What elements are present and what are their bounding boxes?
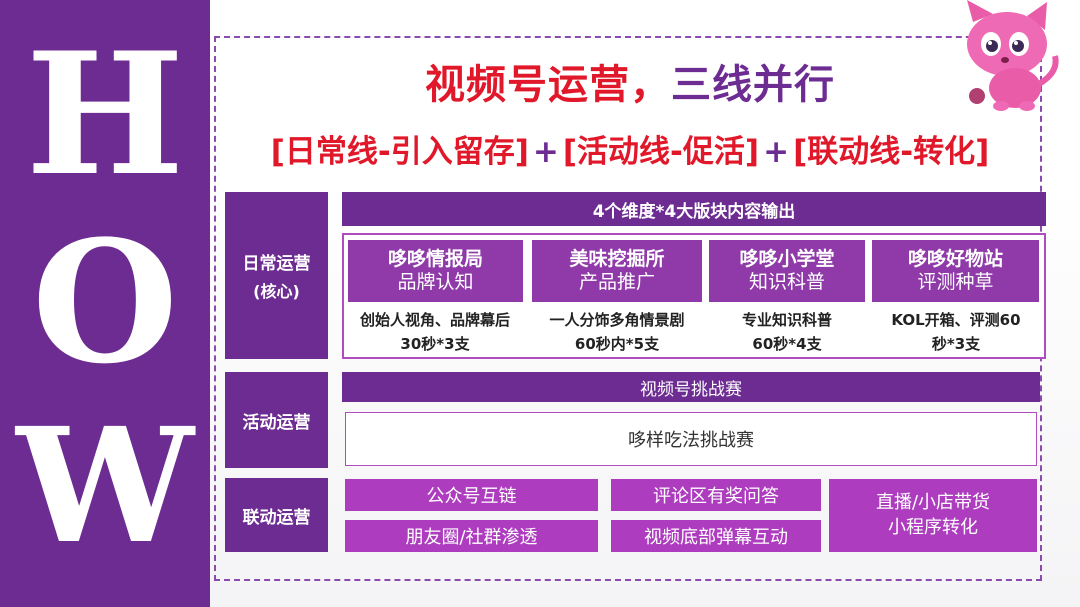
page-title: 视频号运营，三线并行 [230, 52, 1030, 110]
activity-challenge-bar: 视频号挑战赛 [342, 372, 1040, 402]
row-label-daily: 日常运营 (核心) [225, 192, 328, 359]
column-desc-line: 30秒*3支 [400, 335, 470, 353]
column-name: 哆哆情报局 [387, 247, 483, 270]
column-name: 哆哆小学堂 [739, 247, 835, 270]
column-name: 美味挖掘所 [569, 247, 665, 270]
column-tile-intel: 哆哆情报局 品牌认知 [348, 240, 523, 302]
title-part-1: 视频号运营， [425, 62, 671, 108]
column-tile-school: 哆哆小学堂 知识科普 [709, 240, 865, 302]
column-desc-line: 秒*3支 [931, 335, 981, 353]
column-desc-line: 一人分饰多角情景剧 [549, 311, 685, 329]
row-label-linkage-text: 联动运营 [242, 507, 311, 528]
letter-w: W [16, 394, 194, 579]
column-tag: 产品推广 [578, 270, 655, 293]
column-tile-food: 美味挖掘所 产品推广 [532, 240, 702, 302]
conversion-line-1: 直播/小店带货 [875, 492, 991, 514]
linkage-item-danmaku: 视频底部弹幕互动 [611, 520, 821, 552]
title-part-2: 三线并行 [671, 62, 835, 108]
linkage-item-comment-qa: 评论区有奖问答 [611, 479, 821, 511]
column-desc-line: KOL开箱、评测60 [891, 311, 1021, 329]
column-desc-intel: 创始人视角、品牌幕后 30秒*3支 [340, 308, 530, 356]
daily-header: 4个维度*4大版块内容输出 [342, 192, 1046, 226]
row-label-activity-text: 活动运营 [242, 412, 311, 433]
conversion-line-2: 小程序转化 [888, 516, 978, 538]
letter-h: H [25, 15, 185, 213]
letter-o: O [31, 203, 179, 401]
left-band: H O W [0, 0, 210, 607]
plus-sign-2: + [763, 134, 790, 170]
column-tag: 品牌认知 [397, 270, 474, 293]
column-tag: 评测种草 [917, 270, 994, 293]
column-tag: 知识科普 [748, 270, 825, 293]
column-desc-food: 一人分饰多角情景剧 60秒内*5支 [527, 308, 707, 356]
activity-challenge-box: 哆样吃法挑战赛 [345, 412, 1037, 466]
linkage-item-moments: 朋友圈/社群渗透 [345, 520, 598, 552]
row-label-activity: 活动运营 [225, 372, 328, 468]
plus-sign-1: + [532, 134, 559, 170]
cat-mascot-icon [967, 0, 1059, 111]
column-desc-goods: KOL开箱、评测60 秒*3支 [870, 308, 1042, 356]
column-desc-line: 60秒内*5支 [574, 335, 660, 353]
column-tile-goods: 哆哆好物站 评测种草 [872, 240, 1039, 302]
linkage-item-official-account: 公众号互链 [345, 479, 598, 511]
column-desc-line: 60秒*4支 [752, 335, 822, 353]
subtitle-activity-line: [活动线-促活] [562, 134, 760, 170]
column-name: 哆哆好物站 [907, 247, 1003, 270]
subtitle-linkage-line: [联动线-转化] [793, 134, 990, 170]
column-desc-line: 创始人视角、品牌幕后 [359, 311, 510, 329]
row-label-daily-sub: (核心) [253, 282, 300, 301]
page-subtitle: [日常线-引入留存]+[活动线-促活]+[联动线-转化] [230, 126, 1030, 171]
column-desc-line: 专业知识科普 [741, 311, 832, 329]
row-label-daily-text: 日常运营 [242, 254, 311, 274]
row-label-linkage: 联动运营 [225, 478, 328, 552]
linkage-item-conversion: 直播/小店带货 小程序转化 [829, 479, 1037, 552]
subtitle-daily-line: [日常线-引入留存] [270, 134, 529, 170]
column-desc-school: 专业知识科普 60秒*4支 [707, 308, 867, 356]
